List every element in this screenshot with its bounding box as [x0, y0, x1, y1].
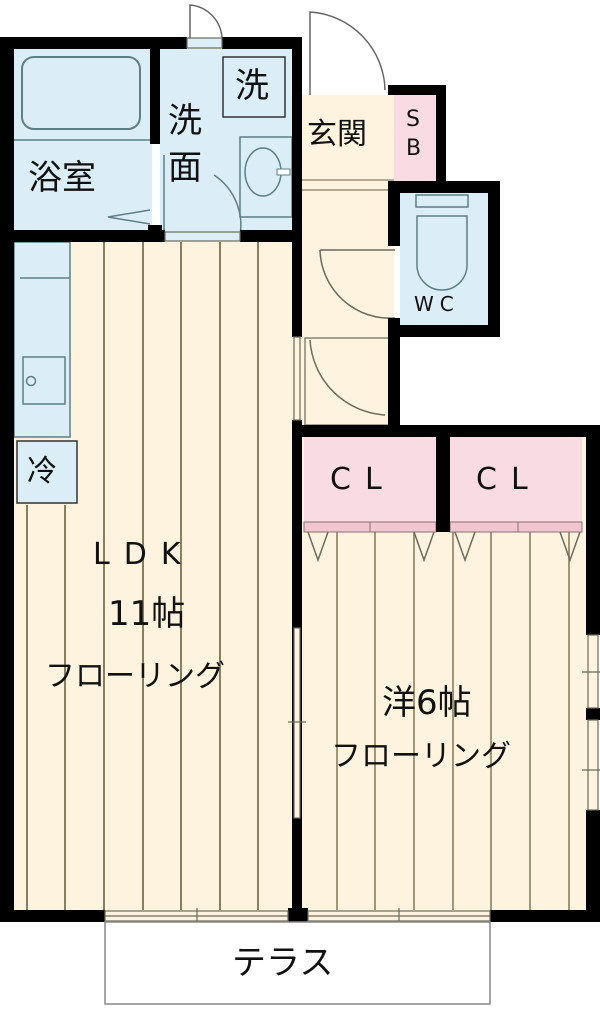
terrace-label: テラス	[232, 943, 334, 983]
washroom-door-swing	[213, 174, 242, 236]
front-door-swing	[309, 11, 386, 95]
western-room-label: 洋6帖	[382, 683, 472, 723]
wc-door-swing	[319, 249, 396, 319]
western-flooring-label: フローリング	[331, 739, 511, 774]
bath-label: 浴室	[28, 158, 96, 198]
windows	[104, 37, 600, 925]
kitchen-sink-icon	[22, 356, 66, 405]
bath-door-icon	[107, 209, 151, 225]
shoebox-label-1: S	[406, 107, 420, 132]
washer-label: 洗	[235, 66, 269, 106]
fridge-icon	[16, 440, 78, 504]
entrance-label: 玄関	[307, 117, 367, 152]
western-floor-lines	[336, 532, 570, 910]
hall-door-swing	[309, 339, 386, 416]
washer-pan-icon	[222, 56, 286, 118]
toilet-icon	[415, 194, 469, 291]
bathtub-icon	[21, 56, 141, 130]
washroom-label-1: 洗	[168, 101, 202, 141]
shoebox-floor	[394, 95, 436, 181]
kitchen-counter-icon	[13, 241, 71, 438]
fridge-label: 冷	[27, 454, 57, 489]
closet-left-label: CL	[330, 462, 396, 497]
entrance-floor	[300, 95, 394, 425]
terrace-outline	[104, 921, 491, 1005]
closet-right-label: CL	[476, 462, 542, 497]
wc-label: WC	[414, 292, 460, 316]
closet-right-floor	[450, 437, 582, 522]
ldk-label: LDK	[93, 537, 195, 572]
shoebox-label-2: B	[406, 136, 422, 161]
ldk-size-label: 11帖	[108, 594, 186, 634]
washroom-label-2: 面	[168, 148, 202, 188]
washroom-outer-door	[189, 4, 223, 40]
ldk-flooring-label: フローリング	[45, 659, 225, 694]
ldk-floor-lines	[26, 242, 259, 910]
closet-left-floor	[304, 437, 436, 522]
